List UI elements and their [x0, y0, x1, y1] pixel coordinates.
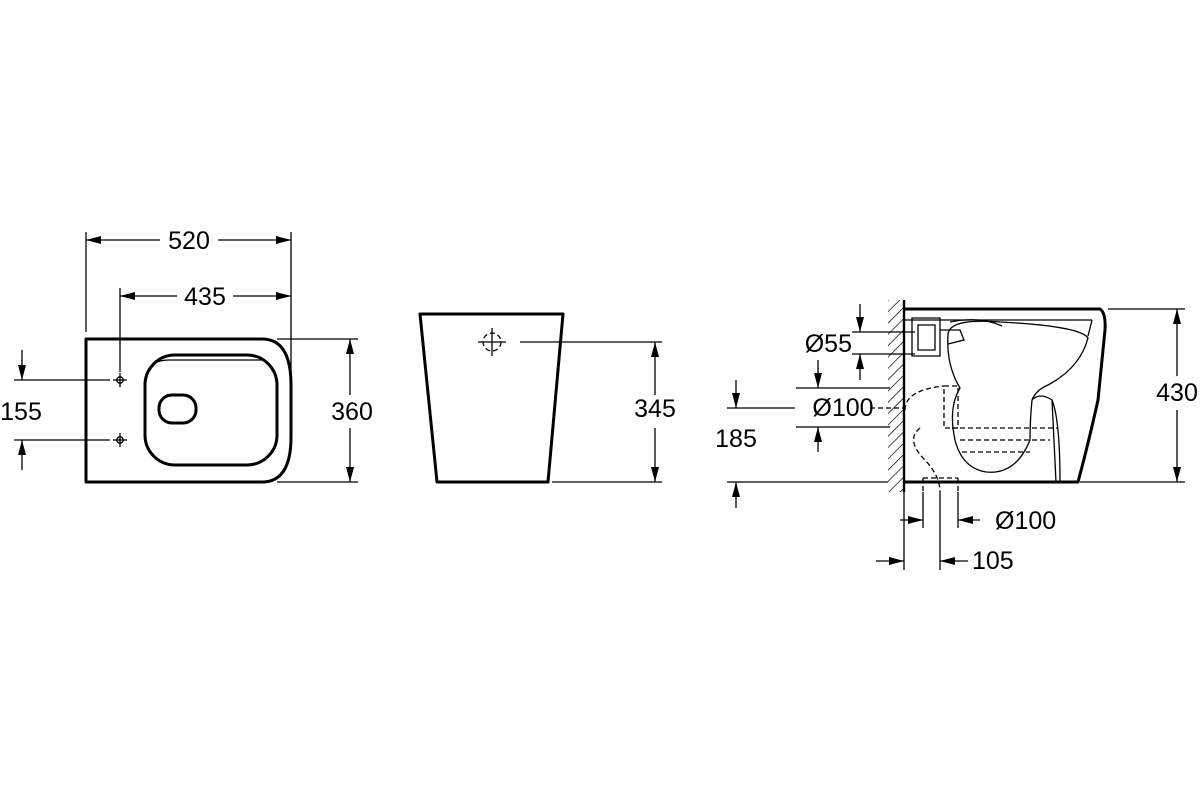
dim-fixing-spacing-label: 155 — [0, 398, 42, 426]
water-level — [952, 427, 1058, 453]
dim-outlet-height-label: 185 — [715, 425, 757, 453]
dim-width-overall-label: 520 — [168, 227, 210, 255]
dim-outlet-diameter-floor: Ø100 — [900, 492, 1056, 535]
horizontal-outlet-pipe — [904, 385, 959, 493]
inlet-marker — [478, 328, 506, 356]
dim-width-fixing-label: 435 — [184, 283, 226, 311]
dim-depth: 360 — [277, 338, 373, 483]
dim-width-overall: 520 — [85, 227, 292, 384]
dim-height-to-inlet-label: 345 — [634, 395, 676, 423]
dim-fixing-spacing: 155 — [0, 350, 110, 470]
dim-width-fixing: 435 — [119, 283, 291, 372]
flush-valve — [911, 317, 1003, 357]
dim-height-to-inlet: 345 — [520, 341, 676, 483]
dim-inlet-diameter-label: Ø55 — [805, 330, 852, 358]
bowl-front-outline — [418, 312, 565, 484]
dim-outlet-distance-label: 105 — [972, 547, 1014, 575]
dim-outlet-diameter-horizontal: Ø100 — [796, 360, 905, 452]
bowl-interior — [947, 320, 1089, 473]
bowl-side-outline — [903, 307, 1107, 484]
dim-overall-height: 430 — [1080, 308, 1198, 483]
inner-bowl-opening — [157, 393, 198, 425]
wall-hatch — [888, 300, 904, 492]
bowl-rim — [905, 319, 1093, 337]
dim-outlet-height: 185 — [715, 380, 888, 508]
trapway — [1031, 395, 1061, 483]
dim-inlet-diameter: Ø55 — [805, 304, 915, 380]
seat-rim — [149, 359, 262, 371]
fixing-hole-lower — [113, 433, 127, 447]
seat-opening — [143, 353, 279, 467]
bowl-top-outline — [84, 337, 293, 484]
side-view: Ø55 Ø100 185 — [715, 300, 1198, 575]
dim-outlet-distance: 105 — [876, 492, 1014, 575]
front-view: 345 — [418, 312, 676, 484]
top-view: 520 435 360 155 — [0, 227, 373, 484]
floor-outlet-pipe — [922, 477, 959, 492]
fixing-hole-upper — [113, 373, 127, 387]
dim-overall-height-label: 430 — [1156, 379, 1198, 407]
dim-depth-label: 360 — [331, 398, 373, 426]
dim-outlet-diameter-horizontal-label: Ø100 — [812, 394, 873, 422]
dim-outlet-diameter-floor-label: Ø100 — [995, 507, 1056, 535]
